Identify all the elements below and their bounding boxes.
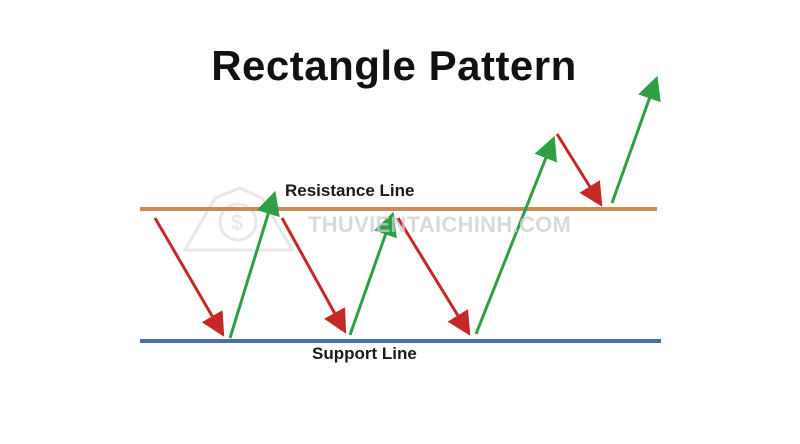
dollar-shield-watermark-icon: $ xyxy=(182,186,295,252)
resistance-line-label: Resistance Line xyxy=(285,181,415,200)
up-arrow-2 xyxy=(348,211,397,336)
svg-text:$: $ xyxy=(231,210,243,235)
down-arrow-2 xyxy=(280,217,347,334)
down-arrow-3 xyxy=(396,217,471,336)
diagram-title: Rectangle Pattern xyxy=(211,42,577,89)
down-arrow-4 xyxy=(555,133,603,207)
up-arrow-4 xyxy=(610,75,661,204)
up-arrow-1 xyxy=(228,190,280,339)
down-arrow-1 xyxy=(153,217,225,337)
up-arrow-3 xyxy=(474,135,557,335)
support-line-label: Support Line xyxy=(312,344,417,363)
watermark-text: THUVIENTAICHINH.COM xyxy=(308,212,572,237)
